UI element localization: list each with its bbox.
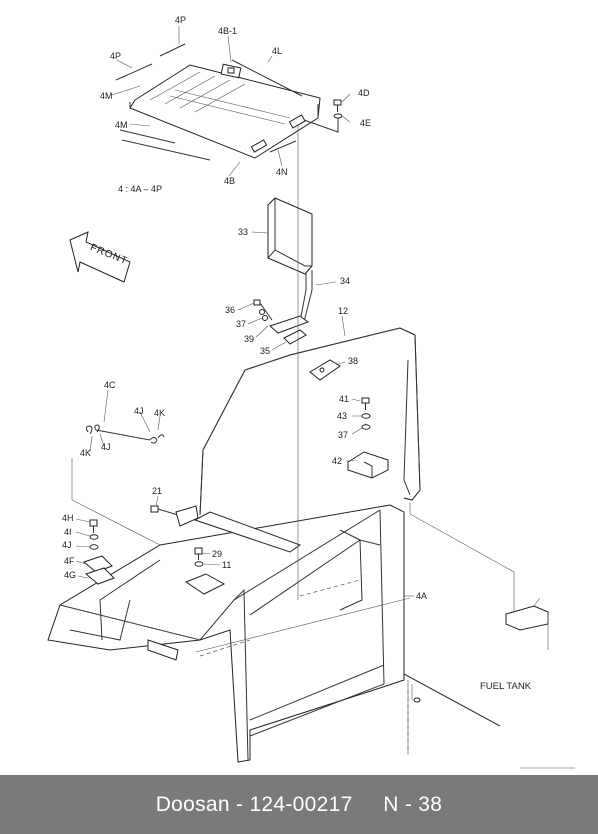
bolt-29-11 <box>184 547 226 595</box>
label-4h: 4H <box>62 513 74 523</box>
label-4j-c: 4J <box>62 540 72 550</box>
label-4m-b: 4M <box>115 120 128 130</box>
label-4p-top: 4P <box>175 15 186 25</box>
label-33: 33 <box>238 227 248 237</box>
front-arrow <box>69 231 131 283</box>
seat-base-4a <box>47 504 414 763</box>
footer-page-ref: N - 38 <box>383 792 443 816</box>
alignment-lines <box>195 126 515 657</box>
label-4j-a: 4J <box>134 406 144 416</box>
leaders-top <box>111 26 351 177</box>
label-4k-b: 4K <box>80 448 91 458</box>
label-29: 29 <box>212 549 222 559</box>
bracket-38 <box>309 359 346 381</box>
fuel-tank <box>403 597 575 769</box>
bolt-4d-4e <box>303 99 343 133</box>
label-12: 12 <box>338 306 348 316</box>
label-4i: 4I <box>64 527 72 537</box>
label-4p-left: 4P <box>110 51 121 61</box>
label-4l: 4L <box>272 46 282 56</box>
label-4e: 4E <box>360 118 371 128</box>
label-34: 34 <box>340 276 350 286</box>
label-37b: 37 <box>338 430 348 440</box>
callout-labels: 4P 4B-1 4P 4L 4M 4D 4E 4M 4N 4B 4 : 4A –… <box>62 15 532 692</box>
label-4k-a: 4K <box>154 408 165 418</box>
bracket-35 <box>237 299 310 351</box>
label-4a: 4A <box>416 591 427 601</box>
label-11: 11 <box>222 560 231 570</box>
footer-separator: - <box>229 792 250 816</box>
seat-cushion-4b <box>129 63 321 159</box>
label-21: 21 <box>152 486 162 496</box>
label-4f: 4F <box>64 556 75 566</box>
label-35: 35 <box>260 346 270 356</box>
arm-frame-12 <box>199 315 421 516</box>
label-4n: 4N <box>276 167 288 177</box>
group-note: 4 : 4A – 4P <box>118 184 162 194</box>
label-36: 36 <box>225 305 235 315</box>
footer-brand: Doosan <box>155 792 230 816</box>
footer-part-number: 124-00217 <box>249 792 353 816</box>
plate-4f-4g <box>75 518 115 585</box>
label-4d: 4D <box>358 88 370 98</box>
label-fuel-tank: FUEL TANK <box>480 681 532 692</box>
label-38: 38 <box>348 356 358 366</box>
label-39: 39 <box>244 334 254 344</box>
bolt-stack-41 <box>345 397 389 479</box>
label-4c: 4C <box>104 380 116 390</box>
footer-spacer <box>353 793 384 817</box>
bolt-21 <box>150 495 199 527</box>
label-41: 41 <box>339 394 349 404</box>
label-37a: 37 <box>236 319 246 329</box>
label-4m-a: 4M <box>100 91 113 101</box>
headrest-33 <box>251 197 337 323</box>
footer-bar: Doosan - 124-00217 N - 38 <box>0 775 598 834</box>
label-4g: 4G <box>64 570 76 580</box>
label-42: 42 <box>332 456 342 466</box>
label-4j-b: 4J <box>101 442 111 452</box>
label-4b: 4B <box>224 176 235 186</box>
label-4b-1: 4B-1 <box>218 26 237 36</box>
parts-diagram: 4P 4B-1 4P 4L 4M 4D 4E 4M 4N 4B 4 : 4A –… <box>47 15 575 769</box>
label-43: 43 <box>337 411 347 421</box>
cushion-strips <box>115 43 303 161</box>
